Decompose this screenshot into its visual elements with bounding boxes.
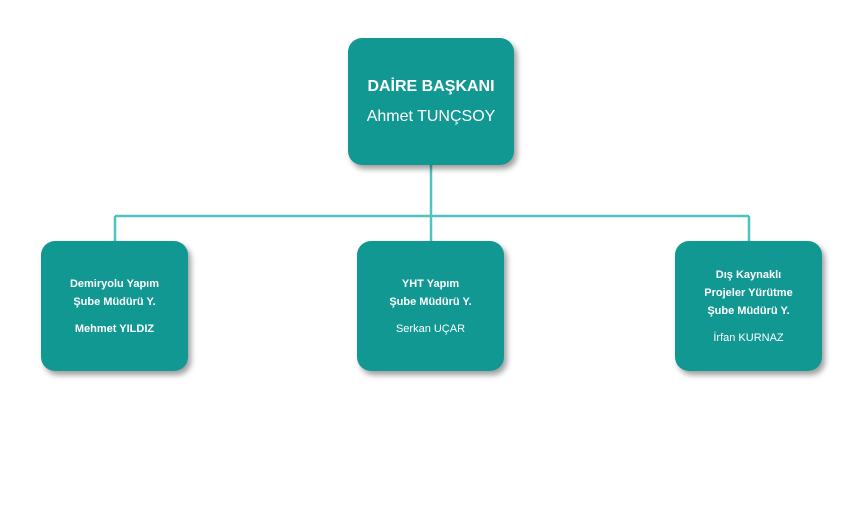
root-node-person: Ahmet TUNÇSOY xyxy=(366,107,496,125)
child-node-title: YHT Yapım Şube Müdürü Y. xyxy=(389,278,472,308)
child-node-person: İrfan KURNAZ xyxy=(713,332,784,344)
child-node-yht-yapim: YHT Yapım Şube Müdürü Y. Serkan UÇAR xyxy=(357,241,504,371)
child-node-person: Serkan UÇAR xyxy=(395,323,466,335)
child-node-title: Demiryolu Yapım Şube Müdürü Y. xyxy=(69,278,160,308)
child-node-person: Mehmet YILDIZ xyxy=(74,323,155,335)
root-node-title: DAİRE BAŞKANI xyxy=(367,77,495,95)
child-node-dis-kaynakli-projeler: Dış Kaynaklı Projeler Yürütme Şube Müdür… xyxy=(675,241,822,371)
child-node-title: Dış Kaynaklı Projeler Yürütme Şube Müdür… xyxy=(704,269,793,317)
child-node-demiryolu-yapim: Demiryolu Yapım Şube Müdürü Y. Mehmet YI… xyxy=(41,241,188,371)
root-node-daire-baskani: DAİRE BAŞKANI Ahmet TUNÇSOY xyxy=(348,38,514,165)
